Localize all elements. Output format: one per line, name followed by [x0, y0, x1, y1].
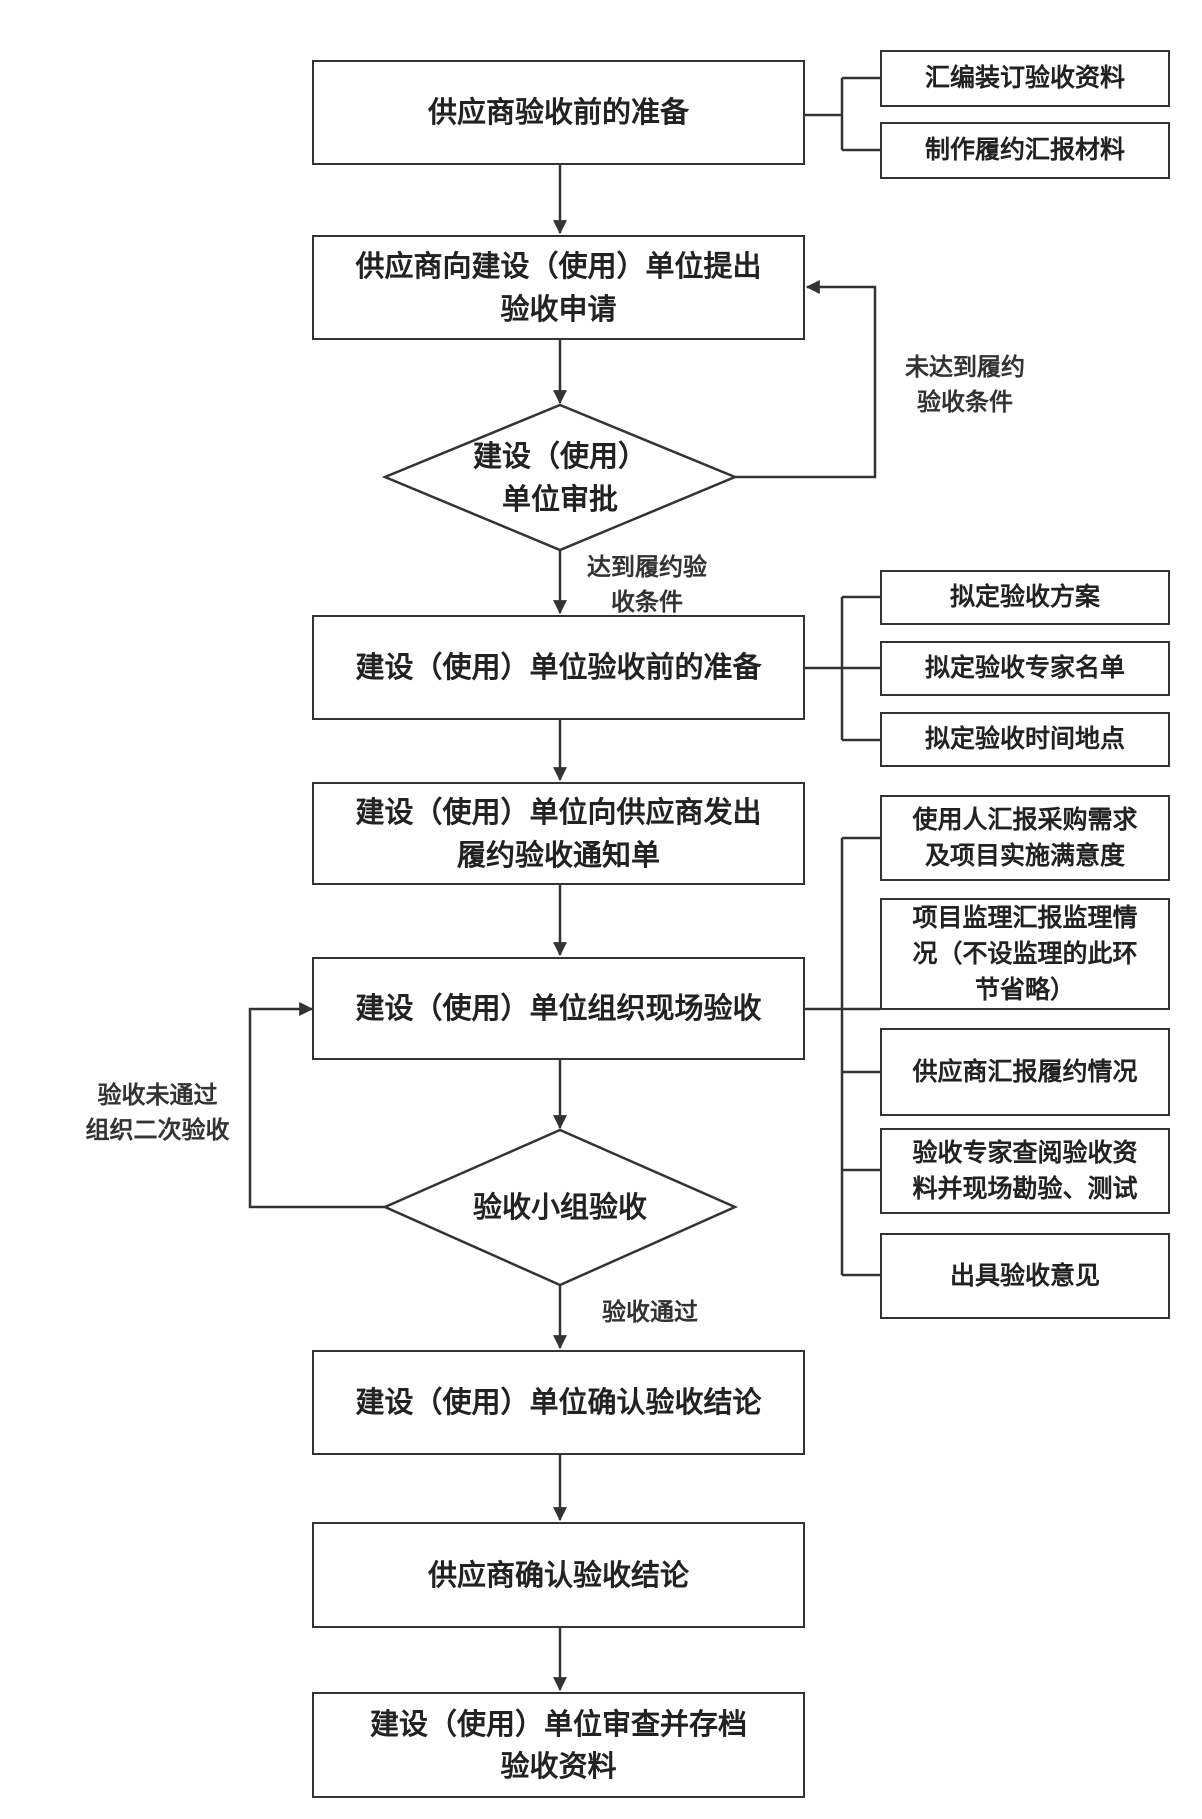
side-issue-opinion: 出具验收意见: [880, 1233, 1170, 1319]
step-issue-notice: 建设（使用）单位向供应商发出 履约验收通知单: [312, 782, 805, 885]
side-draft-time-place: 拟定验收时间地点: [880, 712, 1170, 767]
step-archive: 建设（使用）单位审查并存档 验收资料: [312, 1692, 805, 1798]
side-user-report: 使用人汇报采购需求 及项目实施满意度: [880, 795, 1170, 881]
decision-diamond-team-check: [381, 1128, 739, 1287]
side-supplier-report: 供应商汇报履约情况: [880, 1028, 1170, 1116]
side-performance-report: 制作履约汇报材料: [880, 122, 1170, 179]
arrow-loop-not-met: [735, 280, 877, 479]
step-unit-confirm: 建设（使用）单位确认验收结论: [312, 1350, 805, 1455]
label-passed: 验收通过: [602, 1298, 698, 1326]
label-not-met: 未达到履约 验收条件: [905, 353, 1025, 416]
arrow-loop-failed: [248, 1002, 385, 1209]
decision-approval-text: 建设（使用） 单位审批: [472, 439, 647, 516]
side-expert-inspection: 验收专家查阅验收资 料并现场勘验、测试: [880, 1128, 1170, 1214]
side-draft-expert-list: 拟定验收专家名单: [880, 641, 1170, 696]
label-failed: 验收未通过 组织二次验收: [85, 1081, 230, 1144]
decision-team-check-text: 验收小组验收: [472, 1189, 647, 1224]
decision-diamond-approval: [381, 403, 739, 552]
step-supplier-preparation: 供应商验收前的准备: [312, 60, 805, 165]
side-supervision-report: 项目监理汇报监理情 况（不设监理的此环 节省略）: [880, 898, 1170, 1010]
step-supplier-apply: 供应商向建设（使用）单位提出 验收申请: [312, 235, 805, 340]
side-compile-materials: 汇编装订验收资料: [880, 50, 1170, 107]
side-draft-plan: 拟定验收方案: [880, 570, 1170, 625]
step-unit-preparation: 建设（使用）单位验收前的准备: [312, 615, 805, 720]
step-supplier-confirm: 供应商确认验收结论: [312, 1522, 805, 1628]
step-onsite-acceptance: 建设（使用）单位组织现场验收: [312, 957, 805, 1060]
label-met: 达到履约验 收条件: [587, 553, 707, 616]
